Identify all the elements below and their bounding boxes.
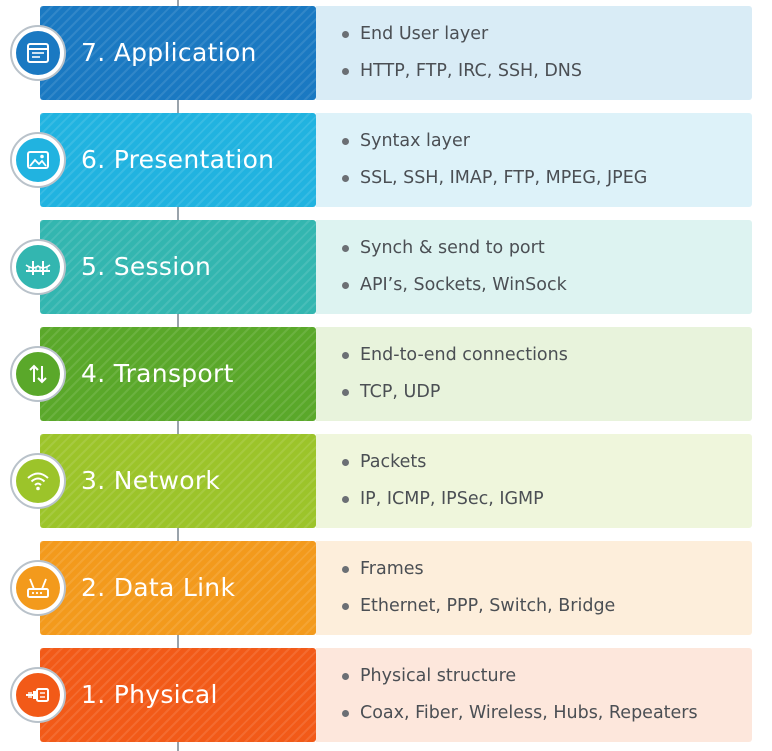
layer-title: 6. Presentation [81, 145, 275, 174]
layer-band-physical: 1. Physical [40, 648, 316, 742]
up-down-arrows-icon [29, 364, 47, 384]
layer-band-transport: 4. Transport [40, 327, 316, 421]
layer-band-application: 7. Application [40, 6, 316, 100]
layer-badge [10, 346, 66, 402]
layer-row-network: 3. Network Packets IP, ICMP, IPSec, IGMP [0, 434, 772, 528]
cable-plug-icon [26, 688, 49, 702]
layer-bullet: Ethernet, PPP, Switch, Bridge [342, 596, 615, 616]
layer-title: 2. Data Link [81, 573, 236, 602]
wifi-icon [27, 472, 49, 491]
layer-row-physical: 1. Physical Physical structure Coax, Fib… [0, 648, 772, 742]
layer-bullet: Frames [342, 559, 424, 579]
layer-band-presentation: 6. Presentation [40, 113, 316, 207]
window-icon [27, 43, 49, 63]
layer-bullet: API’s, Sockets, WinSock [342, 275, 567, 295]
layer-badge [10, 239, 66, 295]
layer-bullet: End-to-end connections [342, 345, 568, 365]
layer-row-session: 5. Session Synch & send to port API’s, S… [0, 220, 772, 314]
layer-details-transport: End-to-end connections TCP, UDP [316, 327, 752, 421]
layer-badge [10, 667, 66, 723]
layer-details-physical: Physical structure Coax, Fiber, Wireless… [316, 648, 752, 742]
layer-row-presentation: 6. Presentation Syntax layer SSL, SSH, I… [0, 113, 772, 207]
layer-details-session: Synch & send to port API’s, Sockets, Win… [316, 220, 752, 314]
image-icon [27, 151, 49, 169]
layer-bullet: TCP, UDP [342, 382, 440, 402]
layer-row-application: 7. Application End User layer HTTP, FTP,… [0, 6, 772, 100]
layer-band-data-link: 2. Data Link [40, 541, 316, 635]
layer-bullet: SSL, SSH, IMAP, FTP, MPEG, JPEG [342, 168, 647, 188]
layer-badge [10, 453, 66, 509]
layer-band-network: 3. Network [40, 434, 316, 528]
layer-details-network: Packets IP, ICMP, IPSec, IGMP [316, 434, 752, 528]
layer-bullet: End User layer [342, 24, 488, 44]
layer-bullet: Synch & send to port [342, 238, 545, 258]
layer-bullet: HTTP, FTP, IRC, SSH, DNS [342, 61, 582, 81]
layer-title: 3. Network [81, 466, 221, 495]
layer-title: 1. Physical [81, 680, 218, 709]
layer-title: 4. Transport [81, 359, 234, 388]
layer-row-data-link: 2. Data Link Frames Ethernet, PPP, Switc… [0, 541, 772, 635]
layer-details-data-link: Frames Ethernet, PPP, Switch, Bridge [316, 541, 752, 635]
layer-bullet: Packets [342, 452, 426, 472]
layer-details-presentation: Syntax layer SSL, SSH, IMAP, FTP, MPEG, … [316, 113, 752, 207]
layer-badge [10, 25, 66, 81]
layer-title: 7. Application [81, 38, 257, 67]
layer-bullet: IP, ICMP, IPSec, IGMP [342, 489, 544, 509]
layer-badge [10, 132, 66, 188]
layer-row-transport: 4. Transport End-to-end connections TCP,… [0, 327, 772, 421]
layer-band-session: 5. Session [40, 220, 316, 314]
layer-bullet: Coax, Fiber, Wireless, Hubs, Repeaters [342, 703, 698, 723]
layer-details-application: End User layer HTTP, FTP, IRC, SSH, DNS [316, 6, 752, 100]
layer-bullet: Syntax layer [342, 131, 470, 151]
router-icon [27, 578, 49, 598]
layer-badge [10, 560, 66, 616]
layer-bullet: Physical structure [342, 666, 516, 686]
layer-title: 5. Session [81, 252, 212, 281]
bridge-icon [25, 261, 51, 275]
